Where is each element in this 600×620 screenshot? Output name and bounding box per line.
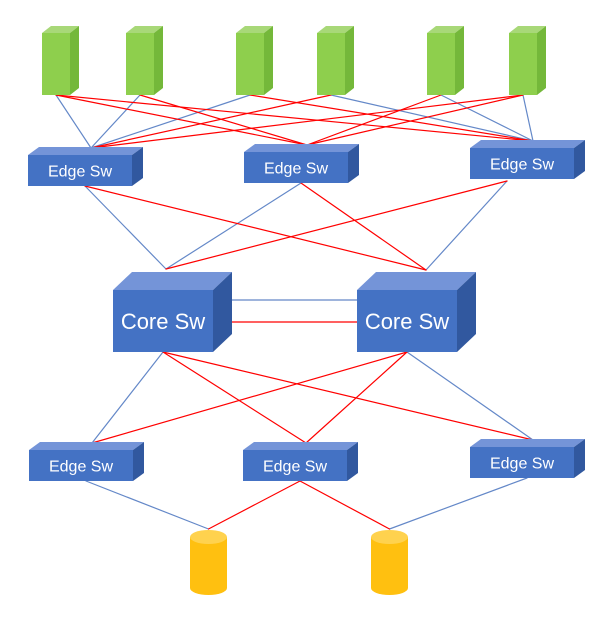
box-top-face xyxy=(236,26,273,33)
box-front-face xyxy=(113,290,213,352)
box-side-face xyxy=(213,272,232,352)
box-side-face xyxy=(347,442,358,481)
node-label: Edge Sw xyxy=(490,455,554,472)
box-top-face xyxy=(509,26,546,33)
node-label: Core Sw xyxy=(365,309,449,334)
link-red-c1-le2 xyxy=(162,351,307,444)
box-side-face xyxy=(345,26,354,95)
box-side-face xyxy=(264,26,273,95)
box-top-face xyxy=(28,147,143,155)
box-side-face xyxy=(348,144,359,183)
edge-switch-node-le3: Edge Sw xyxy=(470,439,585,478)
box-front-face xyxy=(29,450,133,481)
box-front-face xyxy=(470,447,574,478)
node-label: Edge Sw xyxy=(264,160,328,177)
link-red-s6-ue2 xyxy=(306,94,524,146)
box-front-face xyxy=(427,33,455,95)
link-blue-s3-ue1 xyxy=(90,94,251,149)
box-side-face xyxy=(455,26,464,95)
link-red-s1-ue2 xyxy=(55,94,308,146)
link-blue-c1-le1 xyxy=(91,351,164,444)
storage-node-st2 xyxy=(371,530,408,595)
box-front-face xyxy=(509,33,537,95)
node-label: Core Sw xyxy=(121,309,205,334)
node-label: Edge Sw xyxy=(49,458,113,475)
box-front-face xyxy=(236,33,264,95)
link-blue-s2-ue1 xyxy=(90,94,141,149)
box-top-face xyxy=(126,26,163,33)
box-side-face xyxy=(457,272,476,352)
box-side-face xyxy=(133,442,144,481)
link-blue-s4-ue3 xyxy=(330,94,534,142)
link-red-s6-ue1 xyxy=(90,94,524,149)
box-side-face xyxy=(574,140,585,179)
link-blue-ue2-c1 xyxy=(165,182,302,270)
node-label: Edge Sw xyxy=(263,458,327,475)
storage-node-st1 xyxy=(190,530,227,595)
box-top-face xyxy=(470,140,585,148)
server-node-s4 xyxy=(317,26,354,95)
link-red-le2-st1 xyxy=(207,480,301,530)
link-red-s5-ue2 xyxy=(306,94,442,146)
box-side-face xyxy=(132,147,143,186)
box-top-face xyxy=(113,272,232,290)
link-red-c2-le1 xyxy=(91,351,408,444)
edge-switch-node-ue3: Edge Sw xyxy=(470,140,585,179)
core-switch-node-c2: Core Sw xyxy=(357,272,476,352)
link-red-ue3-c1 xyxy=(165,180,508,270)
link-red-le2-st2 xyxy=(299,480,391,530)
box-top-face xyxy=(427,26,464,33)
box-top-face xyxy=(317,26,354,33)
box-side-face xyxy=(537,26,546,95)
box-front-face xyxy=(470,148,574,179)
link-red-s2-ue2 xyxy=(139,94,308,146)
box-top-face xyxy=(357,272,476,290)
server-node-s5 xyxy=(427,26,464,95)
box-front-face xyxy=(126,33,154,95)
box-top-face xyxy=(243,442,358,450)
box-top-face xyxy=(470,439,585,447)
edge-switch-node-le1: Edge Sw xyxy=(29,442,144,481)
box-front-face xyxy=(317,33,345,95)
cylinder-body xyxy=(371,537,408,588)
link-blue-s1-ue1 xyxy=(55,94,92,149)
box-front-face xyxy=(28,155,132,186)
link-red-s1-ue3 xyxy=(55,94,534,142)
node-label: Edge Sw xyxy=(48,163,112,180)
link-blue-ue1-c1 xyxy=(84,185,167,270)
box-side-face xyxy=(154,26,163,95)
link-red-ue2-c2 xyxy=(300,182,427,271)
edge-switch-node-ue2: Edge Sw xyxy=(244,144,359,183)
box-top-face xyxy=(29,442,144,450)
link-red-c1-le3 xyxy=(162,351,534,441)
cylinder-top xyxy=(371,530,408,544)
box-front-face xyxy=(42,33,70,95)
link-blue-ue3-c2 xyxy=(425,180,508,271)
link-red-ue1-c2 xyxy=(84,185,427,271)
box-side-face xyxy=(70,26,79,95)
node-label: Edge Sw xyxy=(490,156,554,173)
server-node-s1 xyxy=(42,26,79,95)
edge-switch-node-le2: Edge Sw xyxy=(243,442,358,481)
cylinder-body xyxy=(190,537,227,588)
server-node-s6 xyxy=(509,26,546,95)
box-front-face xyxy=(357,290,457,352)
cylinder-top xyxy=(190,530,227,544)
box-front-face xyxy=(244,152,348,183)
link-red-s4-ue1 xyxy=(90,94,332,149)
box-top-face xyxy=(42,26,79,33)
server-node-s3 xyxy=(236,26,273,95)
server-node-s2 xyxy=(126,26,163,95)
link-blue-le1-st1 xyxy=(85,480,210,530)
link-blue-s6-ue3 xyxy=(522,94,534,142)
core-switch-node-c1: Core Sw xyxy=(113,272,232,352)
box-front-face xyxy=(243,450,347,481)
link-blue-le3-st2 xyxy=(388,477,528,530)
link-red-c2-le2 xyxy=(305,351,408,444)
box-side-face xyxy=(574,439,585,478)
link-blue-c2-le3 xyxy=(406,351,534,441)
box-top-face xyxy=(244,144,359,152)
edge-switch-node-ue1: Edge Sw xyxy=(28,147,143,186)
